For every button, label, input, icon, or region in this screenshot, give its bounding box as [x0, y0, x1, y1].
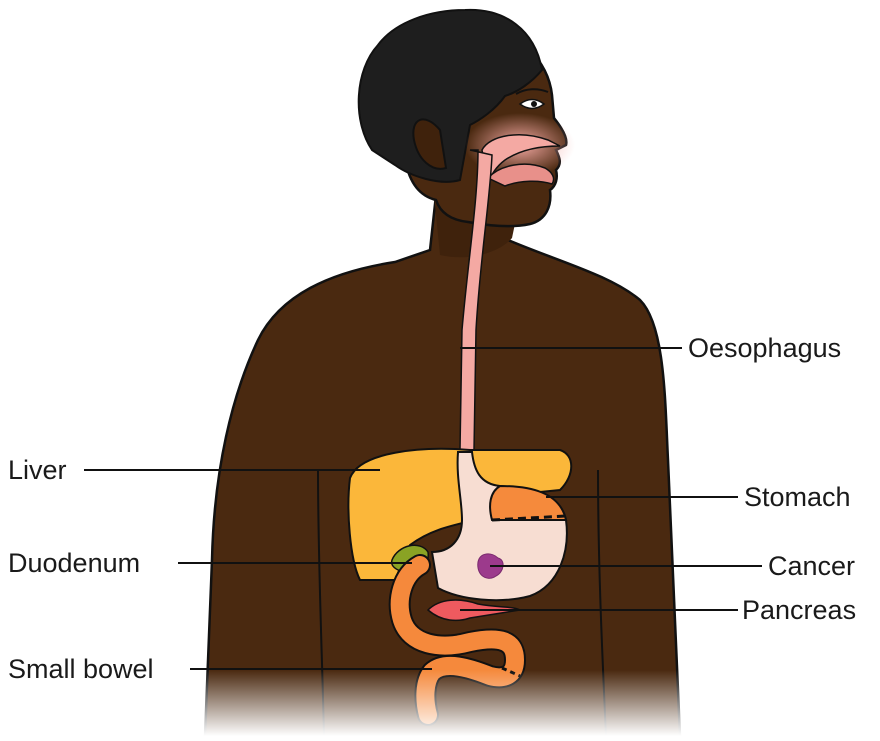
label-liver: Liver — [8, 455, 67, 485]
label-stomach: Stomach — [744, 482, 851, 512]
label-pancreas: Pancreas — [742, 595, 856, 625]
label-cancer: Cancer — [768, 551, 855, 581]
label-small-bowel: Small bowel — [8, 654, 154, 684]
bottom-fade — [180, 670, 700, 736]
label-duodenum: Duodenum — [8, 548, 140, 578]
label-oesophagus: Oesophagus — [688, 333, 841, 363]
eye-pupil — [531, 101, 537, 107]
